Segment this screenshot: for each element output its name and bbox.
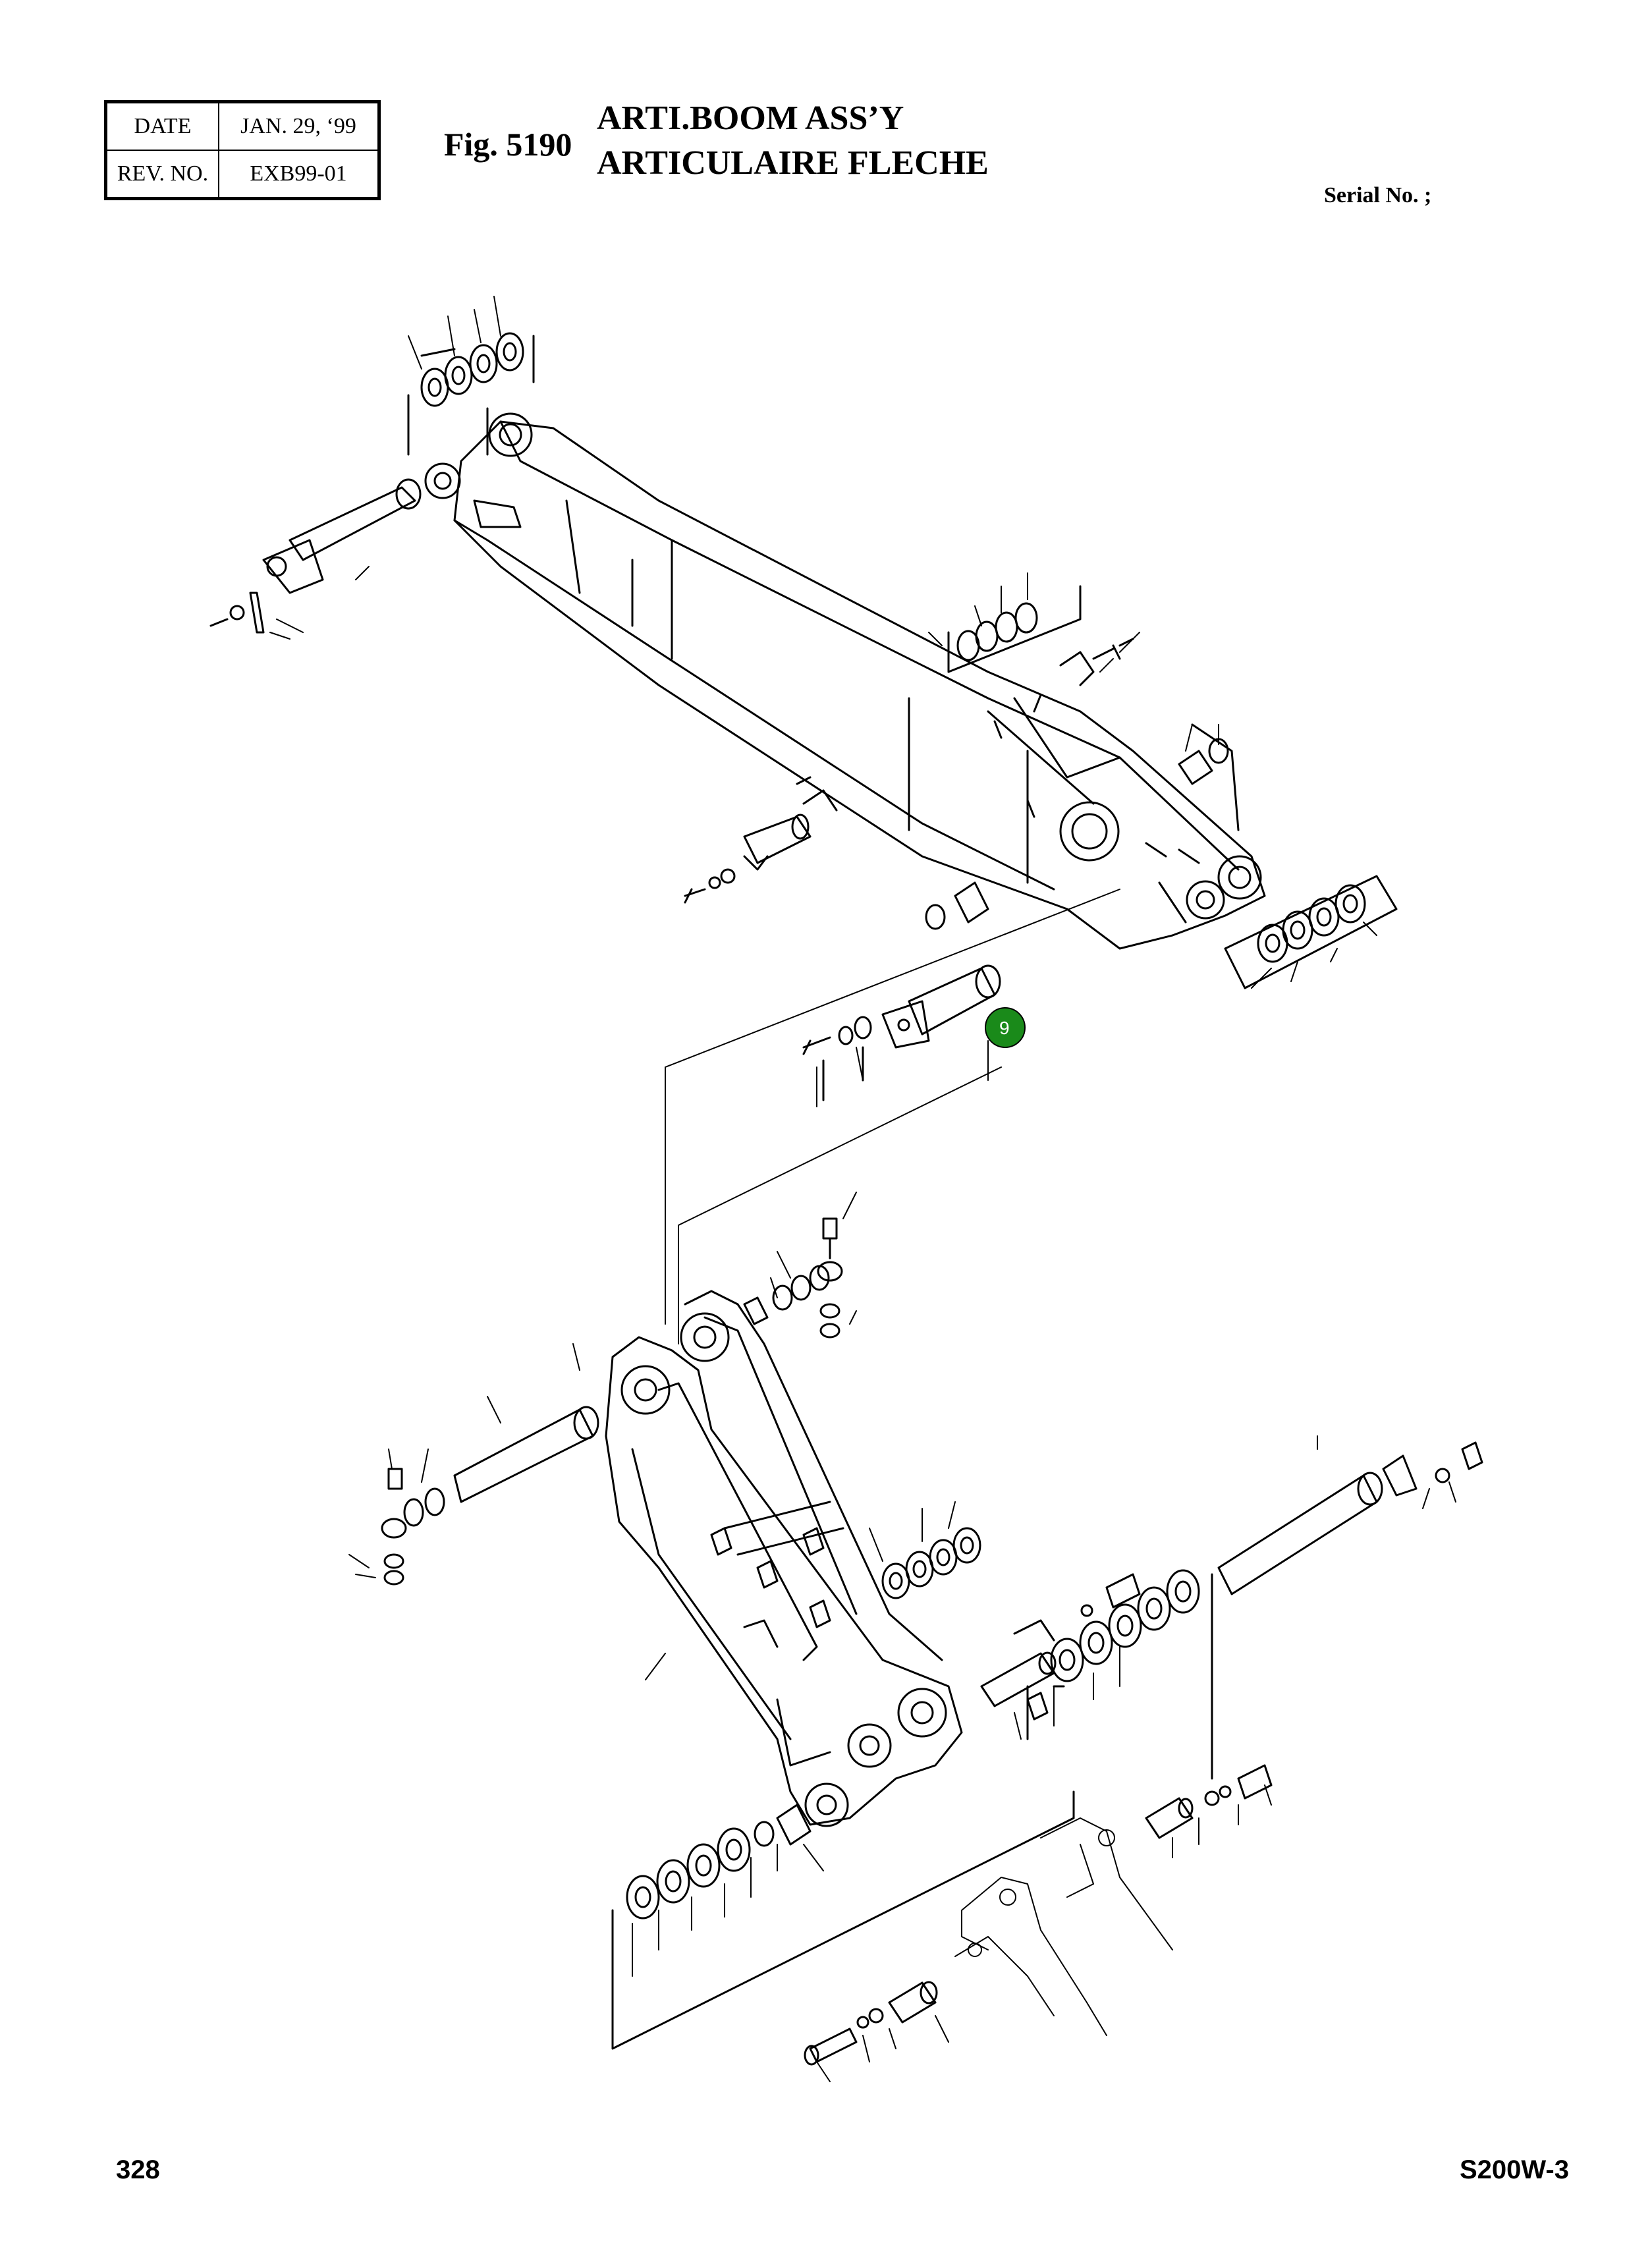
date-value: JAN. 29, ‘99 — [218, 101, 380, 151]
lower-link-arm — [605, 1290, 963, 1827]
figure-number: Fig. 5190 — [444, 126, 572, 163]
washer-stack-top-left — [407, 332, 535, 456]
pin-top-left — [209, 478, 422, 634]
date-label: DATE — [105, 101, 219, 151]
serial-number-label: Serial No. ; — [1324, 183, 1432, 207]
leader-lines — [269, 296, 1456, 2082]
washer-stack-lower-right — [1026, 1569, 1213, 1780]
washer-stack-lower-center — [881, 1527, 981, 1599]
callout-label: 9 — [999, 1018, 1010, 1038]
assembly-guide-lines — [665, 889, 1120, 1344]
main-pin-center — [802, 964, 1001, 1101]
washer-stack-mid-right — [947, 585, 1082, 673]
rev-label: REV. NO. — [105, 150, 219, 200]
small-pin-lower-center — [980, 1573, 1141, 1721]
page-number: 328 — [116, 2155, 160, 2184]
bolt-top-center — [817, 1217, 843, 1339]
upper-boom-arm — [424, 412, 1266, 950]
washer-stack-right — [1224, 875, 1398, 989]
washer-stack-bottom-left — [611, 1790, 1075, 2050]
pin-bottom-center — [804, 1981, 938, 2066]
callout-marker[interactable]: 9 — [985, 1007, 1026, 1048]
model-code: S200W-3 — [1460, 2155, 1569, 2184]
pin-lower-left — [381, 1406, 599, 1586]
pin-bottom-right — [1145, 1764, 1273, 1839]
bottom-bracket — [954, 1817, 1173, 2036]
rev-value: EXB99-01 — [218, 150, 380, 200]
washer-group-top-center — [743, 1265, 830, 1325]
revision-info-table: DATE JAN. 29, ‘99 REV. NO. EXB99-01 — [104, 100, 381, 200]
page-title: ARTI.BOOM ASS’Y — [597, 99, 904, 137]
bracket-right — [1059, 638, 1134, 686]
page-subtitle: ARTICULAIRE FLECHE — [597, 144, 989, 182]
small-pin-center — [684, 776, 838, 904]
bush-center — [925, 881, 989, 930]
pin-lower-right — [1217, 1441, 1483, 1595]
